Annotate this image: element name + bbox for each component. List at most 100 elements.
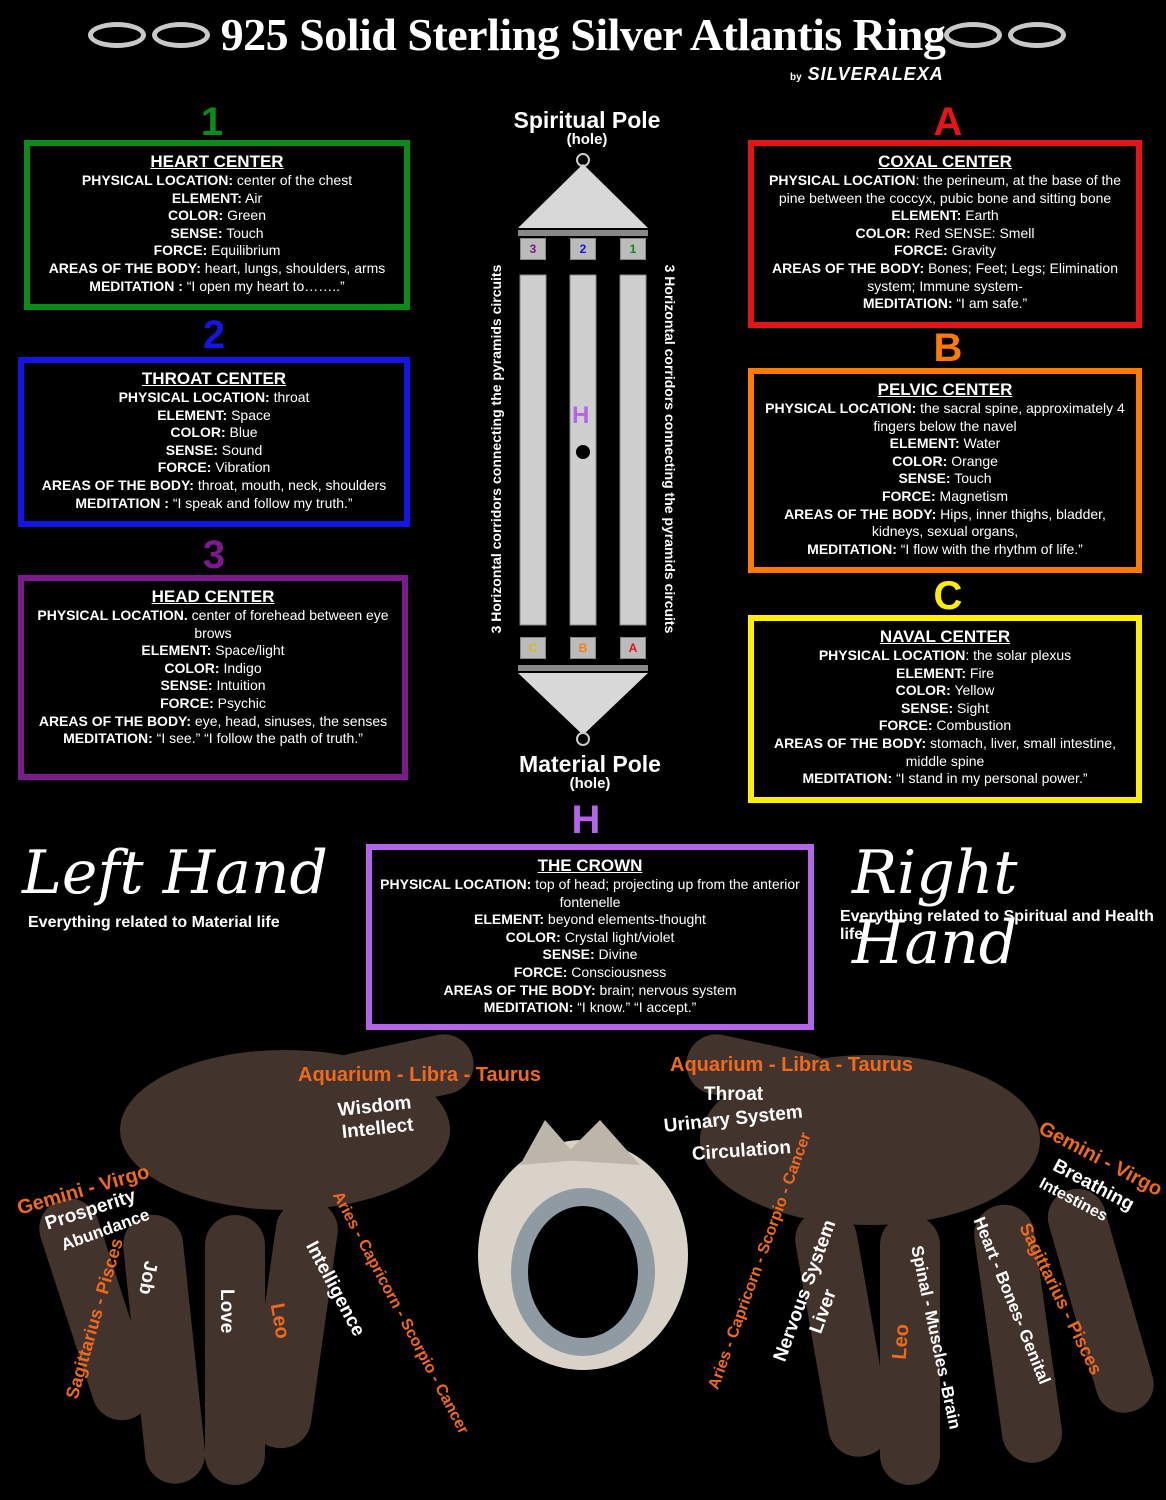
right-finger: [1047, 1188, 1154, 1413]
left-finger: [123, 1214, 206, 1484]
bottom-slot-b: B: [570, 637, 596, 659]
center-info-line: PHYSICAL LOCATION. center of forehead be…: [32, 607, 394, 642]
left-finger: [39, 1198, 152, 1421]
info-key: MEDITATION:: [63, 730, 153, 747]
info-key: PHYSICAL LOCATION:: [81, 172, 234, 188]
center-info-line: ELEMENT: Water: [762, 435, 1128, 453]
center-info-line: ELEMENT: Earth: [762, 207, 1128, 225]
marker-3: 3: [202, 533, 226, 577]
info-value: Intuition: [212, 677, 266, 694]
info-value: throat: [269, 389, 310, 405]
center-hole-dot: [576, 445, 590, 459]
left-hand-subtitle: Everything related to Material life: [28, 914, 280, 931]
center-info-line: MEDITATION: “I am safe.”: [762, 295, 1128, 313]
info-value: “I stand in my personal power.”: [892, 770, 1088, 787]
info-key: AREAS OF THE BODY:: [41, 476, 194, 493]
info-key: MEDITATION:: [802, 770, 893, 787]
bottom-slot-a: A: [620, 637, 646, 659]
info-value: Consciousness: [567, 963, 667, 980]
bottom-bar: [518, 665, 648, 671]
info-value: Bones; Feet; Legs; Elimination system; I…: [867, 259, 1118, 294]
center-h-label: H: [572, 402, 590, 429]
center-info-line: SENSE: Sight: [762, 700, 1128, 718]
info-value: stomach, liver, small intestine, middle …: [905, 734, 1117, 769]
info-value: center of the chest: [233, 172, 353, 188]
corridor-left: [519, 274, 547, 626]
info-value: “I am safe.”: [952, 295, 1028, 312]
center-info-line: PHYSICAL LOCATION: the solar plexus: [762, 647, 1128, 665]
info-key: ELEMENT:: [171, 189, 242, 206]
info-key: PHYSICAL LOCATION:: [765, 400, 917, 416]
info-key: SENSE:: [160, 677, 213, 694]
atlantis-ring-photo: [478, 1120, 688, 1370]
ring-icon: [944, 22, 1002, 48]
info-value: Fire: [966, 664, 994, 681]
page-title: 925 Solid Sterling Silver Atlantis Ring: [220, 9, 946, 60]
center-title: NAVAL CENTER: [879, 627, 1011, 646]
info-value: Divine: [594, 946, 638, 963]
center-info-line: FORCE: Consciousness: [380, 964, 800, 982]
info-value: throat, mouth, neck, shoulders: [193, 476, 387, 493]
info-value: “I speak and follow my truth.”: [168, 494, 353, 511]
center-info-line: AREAS OF THE BODY: throat, mouth, neck, …: [32, 477, 396, 495]
info-key: SENSE:: [170, 224, 223, 241]
info-key: SENSE:: [542, 946, 595, 963]
info-value: Green: [223, 207, 267, 224]
center-info-line: COLOR: Blue: [32, 424, 396, 442]
left-thumb-signs: Aquarium - Libra - Taurus: [298, 1064, 541, 1086]
top-slot-2: 2: [570, 238, 596, 260]
info-value: heart, lungs, shoulders, arms: [200, 259, 386, 276]
center-info-line: COLOR: Crystal light/violet: [380, 929, 800, 947]
left-hand-title: Left Hand: [22, 838, 328, 908]
center-title: HEART CENTER: [150, 152, 284, 171]
info-key: FORCE:: [881, 487, 936, 504]
info-key: SENSE:: [898, 470, 951, 487]
info-key: FORCE:: [878, 717, 933, 734]
info-value: Psychic: [213, 694, 266, 711]
info-key: AREAS OF THE BODY:: [773, 734, 927, 751]
info-key: COLOR:: [895, 682, 951, 699]
center-info-line: ELEMENT: beyond elements-thought: [380, 911, 800, 929]
center-info-line: AREAS OF THE BODY: Bones; Feet; Legs; El…: [762, 260, 1128, 295]
info-key: COLOR:: [855, 224, 911, 241]
top-slot-1: 1: [620, 238, 646, 260]
byline-by: by: [790, 72, 802, 83]
info-value: Earth: [961, 207, 999, 224]
right-thumb: [686, 1034, 835, 1114]
info-value: Sound: [217, 441, 263, 458]
info-value: “I open my heart to……..”: [182, 277, 345, 294]
info-value: center of forehead between eye brows: [187, 607, 389, 641]
info-key: COLOR:: [170, 424, 226, 441]
info-key: SENSE:: [165, 441, 218, 458]
hands-illustration: [39, 1034, 1154, 1485]
right-thumb-signs: Aquarium - Libra - Taurus: [670, 1054, 913, 1076]
center-info-line: MEDITATION: “I flow with the rhythm of l…: [762, 541, 1128, 559]
center-info-line: COLOR: Indigo: [32, 660, 394, 678]
spiritual-pole-label: Spiritual Pole (hole): [487, 108, 687, 147]
info-key: PHYSICAL LOCATION: [818, 647, 966, 663]
center-info-line: SENSE: Divine: [380, 946, 800, 964]
info-key: FORCE:: [894, 242, 948, 259]
info-value: Sight: [953, 699, 989, 716]
info-value: beyond elements-thought: [544, 911, 706, 928]
top-pyramid: [518, 164, 648, 228]
bottom-slot-c: C: [520, 637, 546, 659]
center-info-line: COLOR: Orange: [762, 453, 1128, 471]
info-key: COLOR:: [505, 928, 561, 945]
center-info-line: FORCE: Vibration: [32, 459, 396, 477]
center-title: THE CROWN: [537, 856, 643, 875]
center-info-line: COLOR: Green: [38, 207, 396, 225]
center-title: HEAD CENTER: [151, 587, 275, 606]
marker-h: H: [571, 798, 601, 842]
center-info-line: SENSE: Sound: [32, 442, 396, 460]
right-hand-title: Right Hand: [852, 838, 1018, 978]
info-value: Vibration: [211, 459, 271, 476]
center-info-line: AREAS OF THE BODY: heart, lungs, shoulde…: [38, 260, 396, 278]
center-info-line: PHYSICAL LOCATION: the sacral spine, app…: [762, 400, 1128, 435]
center-info-line: AREAS OF THE BODY: brain; nervous system: [380, 982, 800, 1000]
info-value: Water: [959, 435, 1001, 452]
info-key: PHYSICAL LOCATION.: [37, 607, 188, 623]
